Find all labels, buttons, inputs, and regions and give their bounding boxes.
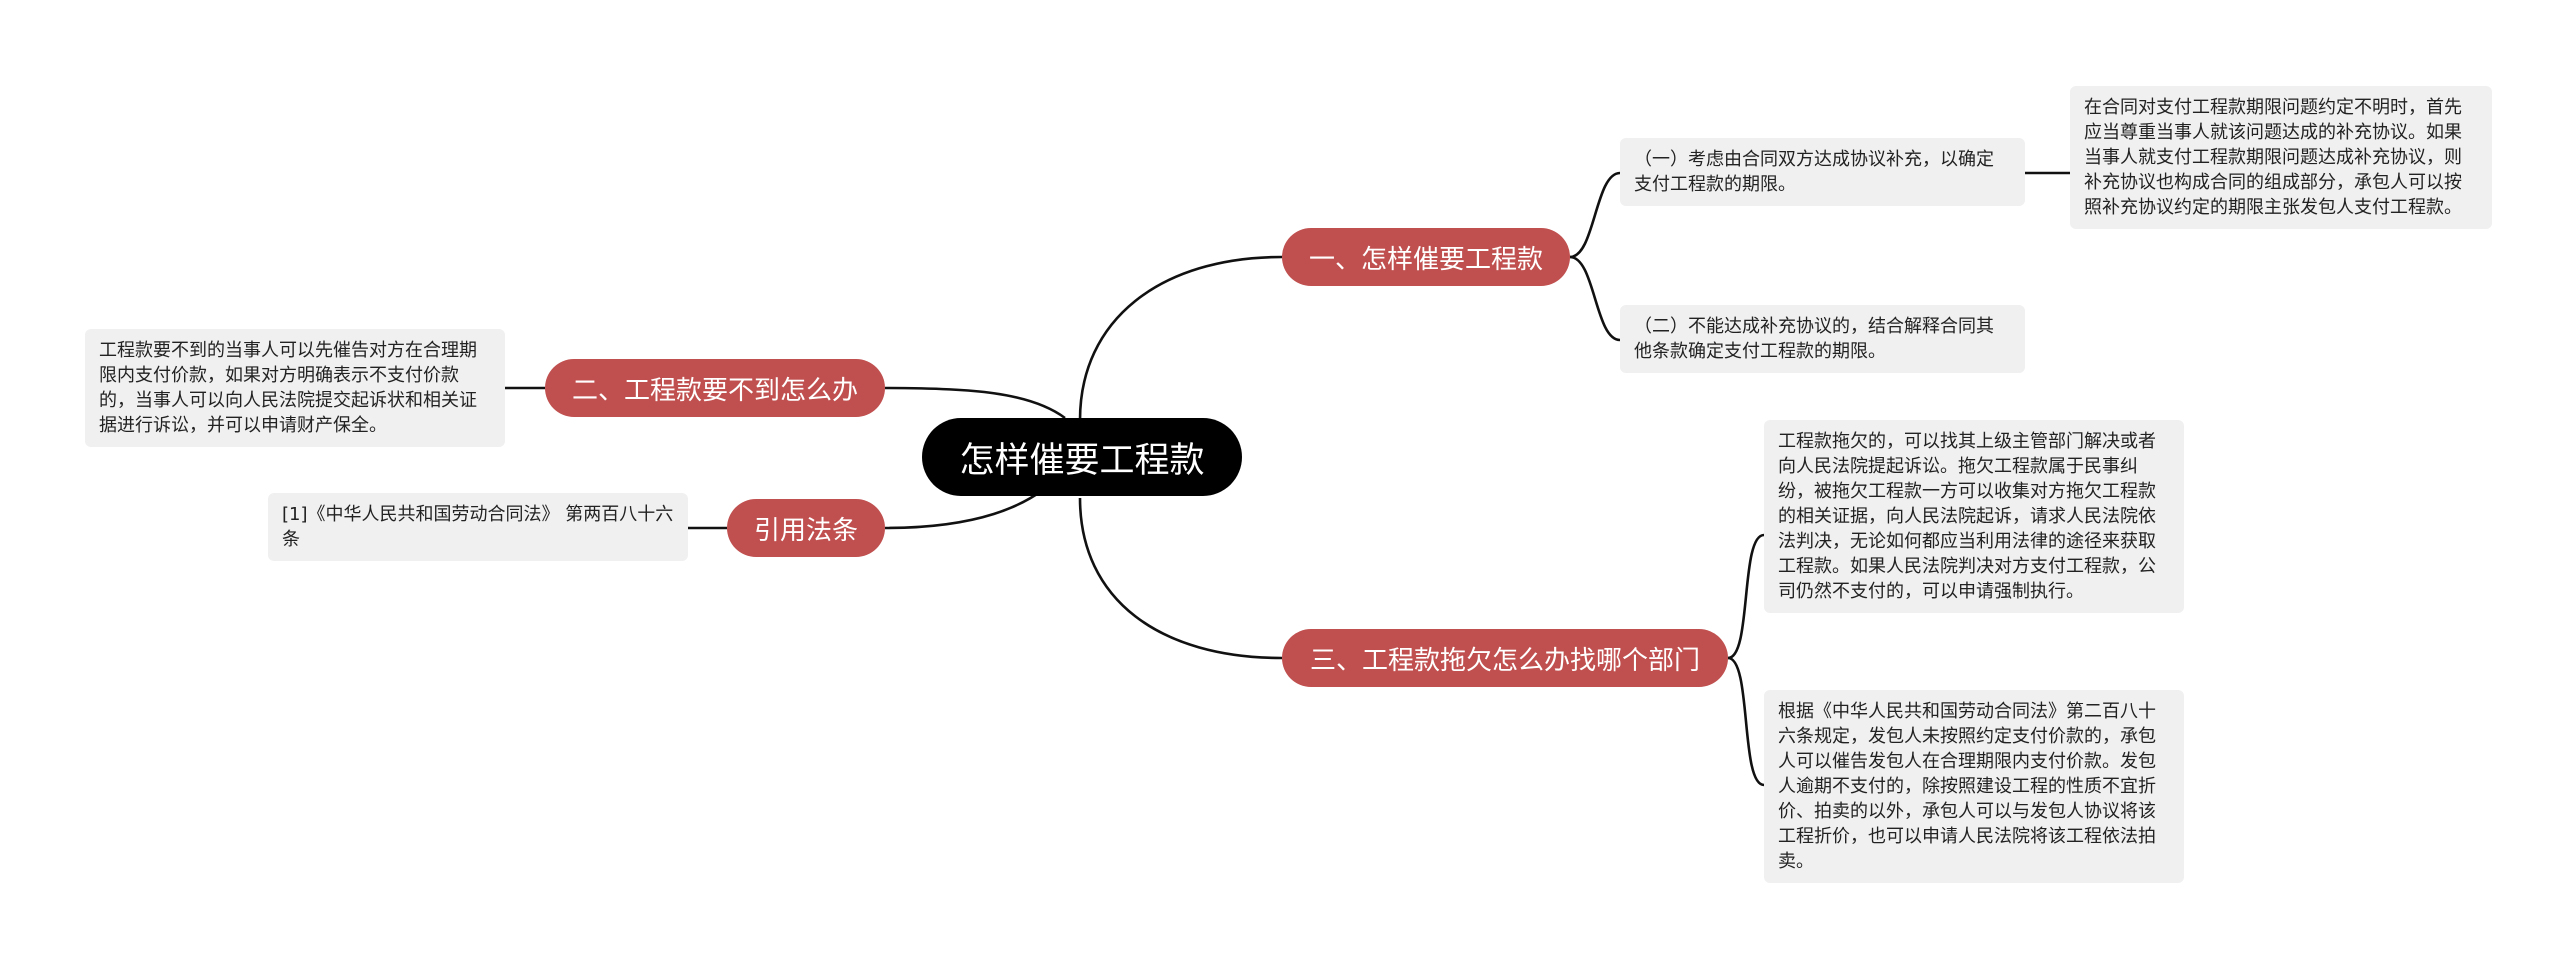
- link-root-to-branch-1: [1078, 255, 1283, 421]
- branch-topic-4[interactable]: 三、工程款拖欠怎么办找哪个部门: [1282, 629, 1728, 687]
- leaf-b4-c2[interactable]: 根据《中华人民共和国劳动合同法》第二百八十六条规定，发包人未按照约定支付价款的，…: [1764, 690, 2184, 883]
- link-branch-4-to-child-1: [1727, 533, 1765, 660]
- branch-topic-3[interactable]: 引用法条: [727, 499, 885, 557]
- link-branch-4-to-child-2: [1727, 656, 1765, 787]
- leaf-b2-c1[interactable]: 工程款要不到的当事人可以先催告对方在合理期限内支付价款，如果对方明确表示不支付价…: [85, 329, 505, 447]
- leaf-b1-c2[interactable]: （二）不能达成补充协议的，结合解释合同其他条款确定支付工程款的期限。: [1620, 305, 2025, 373]
- branch-topic-2[interactable]: 二、工程款要不到怎么办: [545, 359, 885, 417]
- leaf-b3-c1[interactable]: [1]《中华人民共和国劳动合同法》 第两百八十六条: [268, 493, 688, 561]
- link-branch-1-to-child-1: [1569, 171, 1621, 259]
- link-branch-1-to-child-2: [1569, 255, 1621, 342]
- leaf-b1-c1[interactable]: （一）考虑由合同双方达成协议补充，以确定支付工程款的期限。: [1620, 138, 2025, 206]
- leaf-b1-c1-detail[interactable]: 在合同对支付工程款期限问题约定不明时，首先应当尊重当事人就该问题达成的补充协议。…: [2070, 86, 2492, 229]
- link-root-to-branch-4: [1078, 497, 1283, 660]
- root-topic[interactable]: 怎样催要工程款: [922, 418, 1242, 496]
- branch-topic-1[interactable]: 一、怎样催要工程款: [1282, 228, 1570, 286]
- link-root-to-branch-2: [884, 386, 1066, 420]
- leaf-b4-c1[interactable]: 工程款拖欠的，可以找其上级主管部门解决或者向人民法院提起诉讼。拖欠工程款属于民事…: [1764, 420, 2184, 613]
